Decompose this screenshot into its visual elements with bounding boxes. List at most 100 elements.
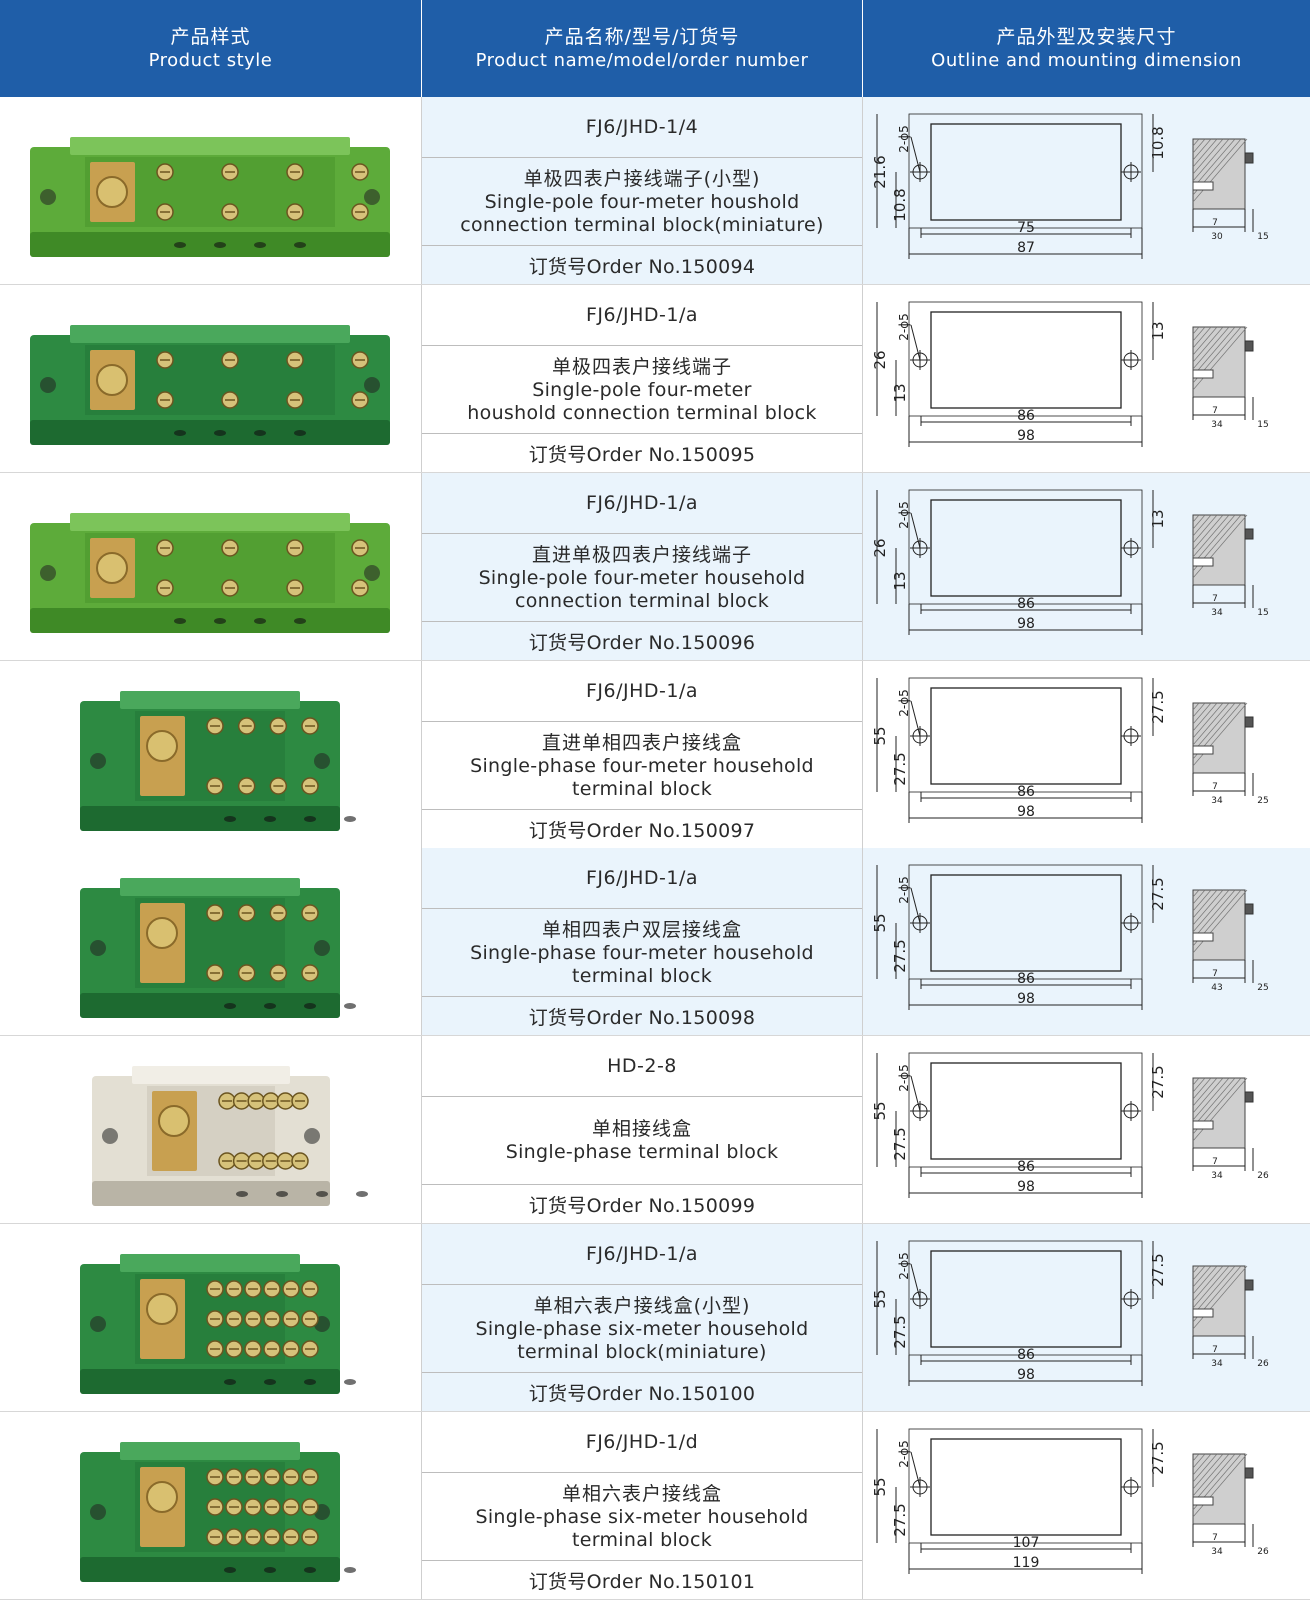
product-model: FJ6/JHD-1/d	[422, 1412, 862, 1473]
product-model: FJ6/JHD-1/4	[422, 97, 862, 158]
product-model: FJ6/JHD-1/a	[422, 1224, 862, 1285]
order-number: 订货号Order No.150100	[528, 1383, 756, 1405]
dimension-side-c-label: 26	[1257, 1359, 1269, 1369]
dimension-drawing	[876, 864, 1254, 1010]
dimension-side-a-label: 7	[1212, 1157, 1218, 1167]
product-photo	[80, 878, 356, 1018]
side-view	[1192, 326, 1254, 398]
product-photo-svg	[80, 691, 356, 831]
product-name-en-line1: Single-pole four-meter houshold	[484, 190, 800, 213]
side-view	[1192, 702, 1254, 774]
product-style-cell	[0, 848, 421, 1035]
product-name-en-line1: Single-phase six-meter household	[475, 1505, 809, 1528]
product-model: HD-2-8	[422, 1036, 862, 1097]
dimension-height-label: 55	[871, 726, 889, 745]
product-name-zh: 单相六表户接线盒(小型)	[533, 1294, 751, 1317]
order-number: 订货号Order No.150096	[528, 632, 756, 654]
product-name-en-line1: Single-phase terminal block	[505, 1141, 779, 1163]
dimension-side-b-label: 34	[1211, 420, 1223, 430]
dimension-right-half-label: 13	[1149, 509, 1167, 528]
dimension-half-height-label: 10.8	[891, 188, 909, 221]
dimension-half-height-label: 27.5	[891, 1315, 909, 1348]
dimension-half-height-label: 13	[891, 571, 909, 590]
side-view	[1192, 1077, 1254, 1149]
product-name-en-line2: terminal block(miniature)	[517, 1340, 767, 1363]
dimension-side-c-label: 25	[1257, 796, 1268, 806]
product-name-zh: 直进单相四表户接线盒	[541, 731, 742, 754]
product-photo-svg	[80, 1254, 356, 1394]
dimension-drawing	[876, 113, 1254, 259]
dimension-right-half-label: 13	[1149, 321, 1167, 340]
product-style-cell	[0, 285, 421, 472]
dimension-hole-label: 2-ϕ5	[897, 876, 911, 904]
product-name-zh: 单相接线盒	[591, 1118, 692, 1140]
product-model: FJ6/JHD-1/a	[422, 848, 862, 909]
order-number: 订货号Order No.150095	[528, 444, 756, 466]
dimension-inner-width-label: 75	[1017, 220, 1035, 236]
product-name-en-line1: Single-phase four-meter household	[470, 941, 814, 964]
dimension-half-height-label: 13	[891, 383, 909, 402]
dimension-height-label: 55	[871, 913, 889, 932]
dimension-half-height-label: 27.5	[891, 939, 909, 972]
product-model: FJ6/JHD-1/a	[422, 661, 862, 722]
dimension-hole-label: 2-ϕ5	[897, 1252, 911, 1280]
dimension-side-c-label: 15	[1257, 420, 1268, 430]
dimension-outer-width-label: 98	[1017, 991, 1035, 1007]
dimension-outer-width-label: 98	[1017, 428, 1035, 444]
dimension-outer-width-label: 119	[1013, 1555, 1040, 1571]
dimension-height-label: 55	[871, 1477, 889, 1496]
header-outline-dimension: 产品外型及安装尺寸 Outline and mounting dimension	[931, 25, 1242, 71]
product-style-cell	[0, 97, 421, 284]
dimension-side-b-label: 43	[1211, 983, 1222, 993]
dimension-side-a-label: 7	[1212, 218, 1218, 228]
dimension-half-height-label: 27.5	[891, 1127, 909, 1160]
dimension-side-a-label: 7	[1212, 1345, 1218, 1355]
product-photo-svg	[80, 1442, 356, 1582]
header-divider	[421, 0, 422, 97]
product-photo-svg	[92, 1066, 368, 1206]
dimension-side-a-label: 7	[1212, 782, 1218, 792]
dimension-height-label: 55	[871, 1289, 889, 1308]
product-photo-svg	[30, 513, 390, 633]
dimension-side-a-label: 7	[1212, 1533, 1218, 1543]
product-name-en-line2: terminal block	[571, 964, 713, 987]
dimension-outer-width-label: 87	[1017, 240, 1035, 256]
dimension-inner-width-label: 86	[1017, 596, 1035, 612]
order-number: 订货号Order No.150099	[528, 1195, 756, 1217]
dimension-outer-width-label: 98	[1017, 1367, 1035, 1383]
product-model: FJ6/JHD-1/a	[422, 285, 862, 346]
dimension-inner-width-label: 86	[1017, 1159, 1035, 1175]
product-name-en-line1: Single-pole four-meter household	[478, 566, 806, 589]
product-photo	[30, 513, 390, 633]
side-view	[1192, 138, 1254, 210]
dimension-drawing	[876, 677, 1254, 823]
product-name-zh: 单极四表户接线端子	[551, 355, 732, 378]
order-number: 订货号Order No.150094	[528, 256, 756, 278]
dimension-side-b-label: 30	[1211, 232, 1223, 242]
dimension-side-c-label: 15	[1257, 232, 1268, 242]
product-style-cell	[0, 1036, 421, 1223]
product-photo	[80, 691, 356, 831]
dimension-side-c-label: 26	[1257, 1547, 1269, 1557]
dimension-side-b-label: 34	[1211, 796, 1223, 806]
